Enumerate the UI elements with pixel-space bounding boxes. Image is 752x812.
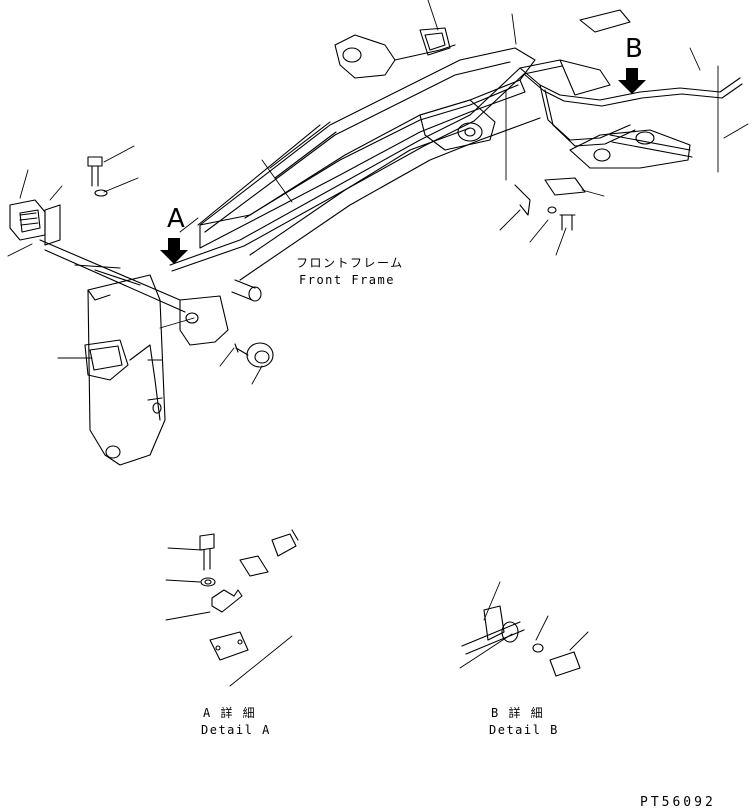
front-frame-label-jp: フロントフレーム	[296, 256, 404, 270]
down-arrow-icon	[618, 68, 646, 94]
drawing-code: PT56092	[640, 795, 716, 810]
main-fasteners	[87, 156, 586, 231]
view-marker-b: B	[625, 34, 643, 64]
detail-a-title-jp: A 詳 細	[203, 706, 257, 720]
lamp-assemblies	[9, 199, 274, 381]
detail-b-title-en: Detail B	[489, 723, 559, 737]
rear-bracket	[559, 9, 691, 169]
detail-a-drawing	[165, 529, 299, 687]
boom-arm	[197, 27, 541, 302]
leader-lines	[7, 0, 749, 385]
detail-b-title-jp: B 詳 細	[491, 706, 545, 720]
detail-a-title-en: Detail A	[201, 723, 271, 737]
detail-b-drawing	[459, 581, 589, 677]
front-frame-body	[39, 239, 186, 466]
view-marker-a: A	[167, 204, 185, 234]
down-arrow-icon	[160, 238, 188, 264]
front-frame-label-en: Front Frame	[299, 273, 395, 287]
